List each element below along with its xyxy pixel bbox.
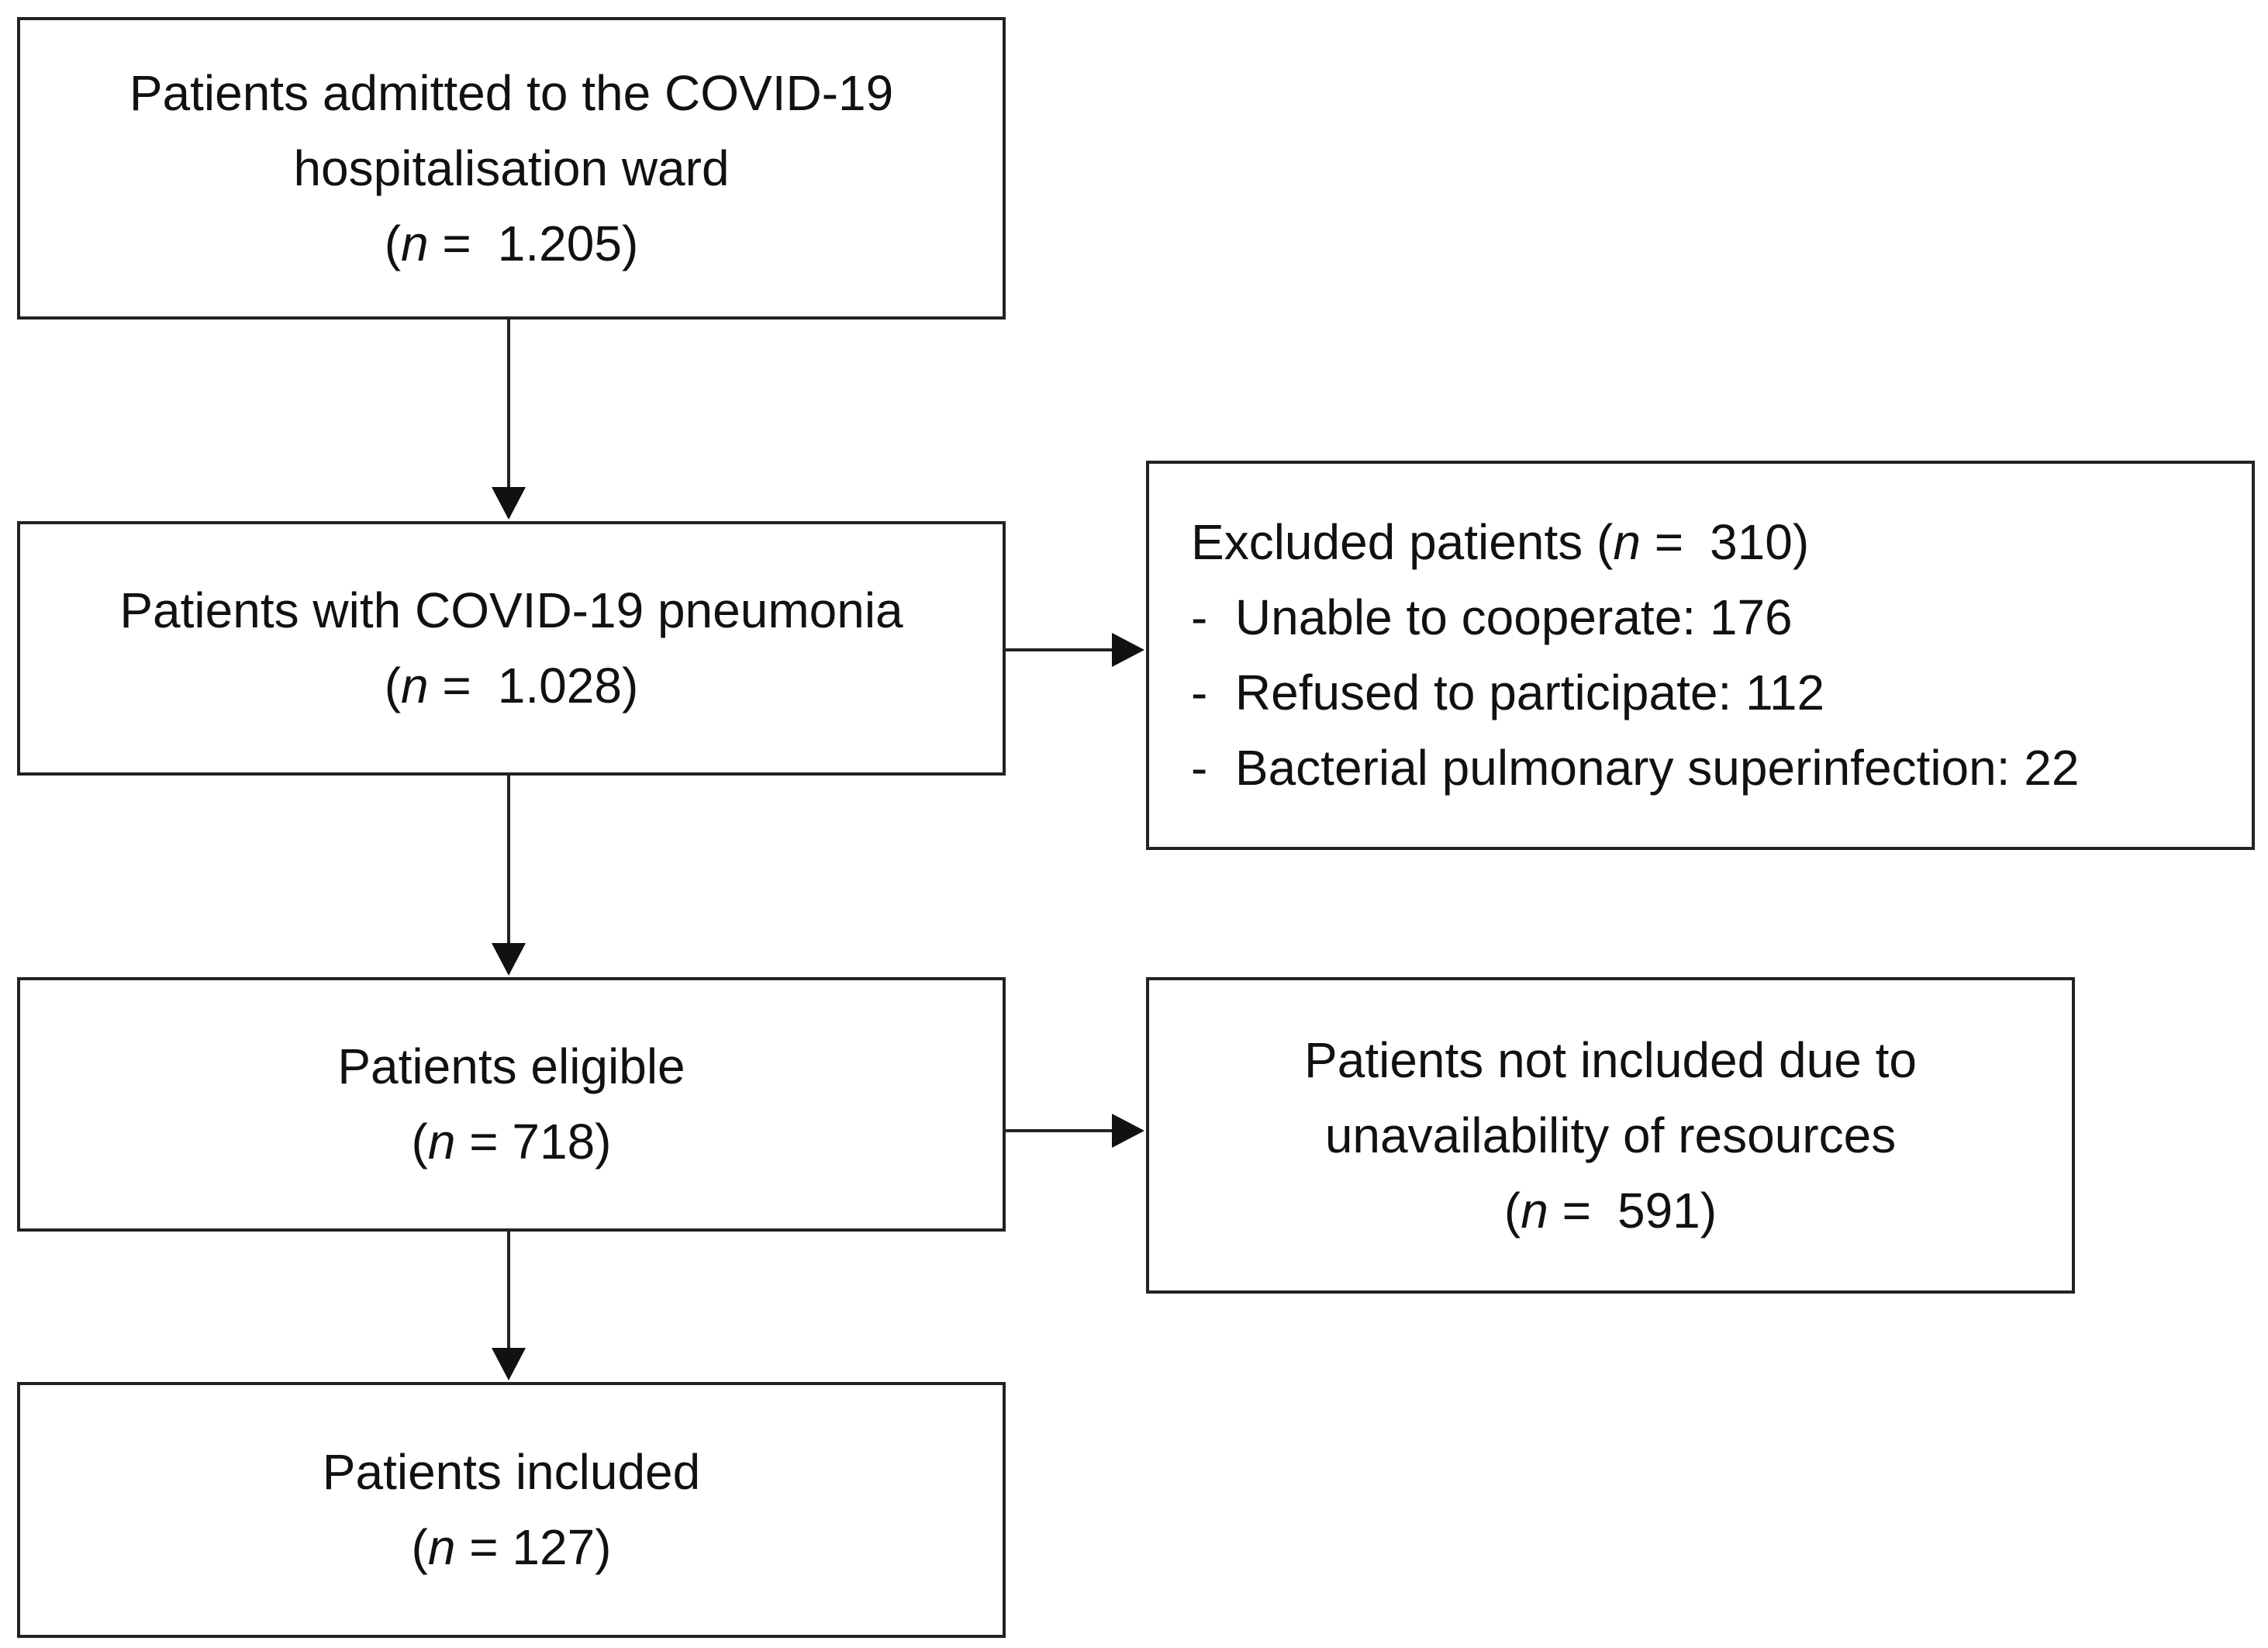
admitted-line-2: hospitalisation ward bbox=[293, 140, 730, 196]
not-included-count: (n =591) bbox=[1503, 1182, 1717, 1239]
pneumonia-value: 1.028 bbox=[497, 658, 622, 713]
excluded-reason: Bacterial pulmonary superinfection: 22 bbox=[1191, 731, 2080, 806]
eligible-count: (n = 718) bbox=[411, 1114, 612, 1169]
excluded-title-line: Excluded patients (n =310) bbox=[1191, 514, 1810, 570]
arrowhead-right bbox=[1112, 633, 1144, 667]
admitted-count: (n =1.205) bbox=[384, 215, 639, 271]
arrowhead-right bbox=[1112, 1114, 1144, 1148]
admitted-box: Patients admitted to the COVID-19 hospit… bbox=[17, 17, 1006, 320]
eligible-value: = 718 bbox=[469, 1114, 595, 1169]
included-count: (n = 127) bbox=[411, 1519, 612, 1575]
eligible-line-1: Patients eligible bbox=[337, 1038, 685, 1094]
n-symbol: n bbox=[401, 658, 429, 713]
equals-sign: = bbox=[1562, 1182, 1591, 1239]
not-included-box: Patients not included due to unavailabil… bbox=[1146, 977, 2075, 1294]
arrowhead-down bbox=[492, 943, 526, 976]
pneumonia-box: Patients with COVID-19 pneumonia (n =1.0… bbox=[17, 521, 1006, 776]
n-symbol: n bbox=[401, 215, 429, 271]
arrowhead-down bbox=[492, 487, 526, 520]
included-value: = 127 bbox=[469, 1519, 595, 1575]
excluded-box: Excluded patients (n =310) Unable to coo… bbox=[1146, 461, 2255, 850]
arrowhead-down bbox=[492, 1348, 526, 1380]
admitted-value: 1.205 bbox=[497, 215, 622, 271]
excluded-reason: Refused to participate: 112 bbox=[1191, 655, 1824, 731]
excluded-value: 310 bbox=[1710, 514, 1793, 570]
equals-sign: = bbox=[442, 215, 471, 271]
equals-sign: = bbox=[442, 658, 471, 713]
eligible-box: Patients eligible (n = 718) bbox=[17, 977, 1006, 1232]
included-line-1: Patients included bbox=[322, 1444, 701, 1500]
pneumonia-count: (n =1.028) bbox=[384, 658, 639, 713]
n-symbol: n bbox=[1613, 514, 1641, 570]
included-box: Patients included (n = 127) bbox=[17, 1382, 1006, 1638]
pneumonia-line-1: Patients with COVID-19 pneumonia bbox=[119, 582, 903, 638]
n-symbol: n bbox=[1521, 1182, 1548, 1239]
not-included-line-1: Patients not included due to bbox=[1304, 1031, 1917, 1088]
excluded-reason: Unable to cooperate: 176 bbox=[1191, 580, 1793, 655]
n-symbol: n bbox=[427, 1519, 456, 1575]
excluded-title: Excluded patients bbox=[1191, 514, 1583, 570]
not-included-line-2: unavailability of resources bbox=[1324, 1107, 1897, 1163]
admitted-line-1: Patients admitted to the COVID-19 bbox=[129, 64, 894, 121]
n-symbol: n bbox=[427, 1114, 456, 1169]
equals-sign: = bbox=[1654, 514, 1684, 570]
not-included-value: 591 bbox=[1617, 1182, 1700, 1239]
